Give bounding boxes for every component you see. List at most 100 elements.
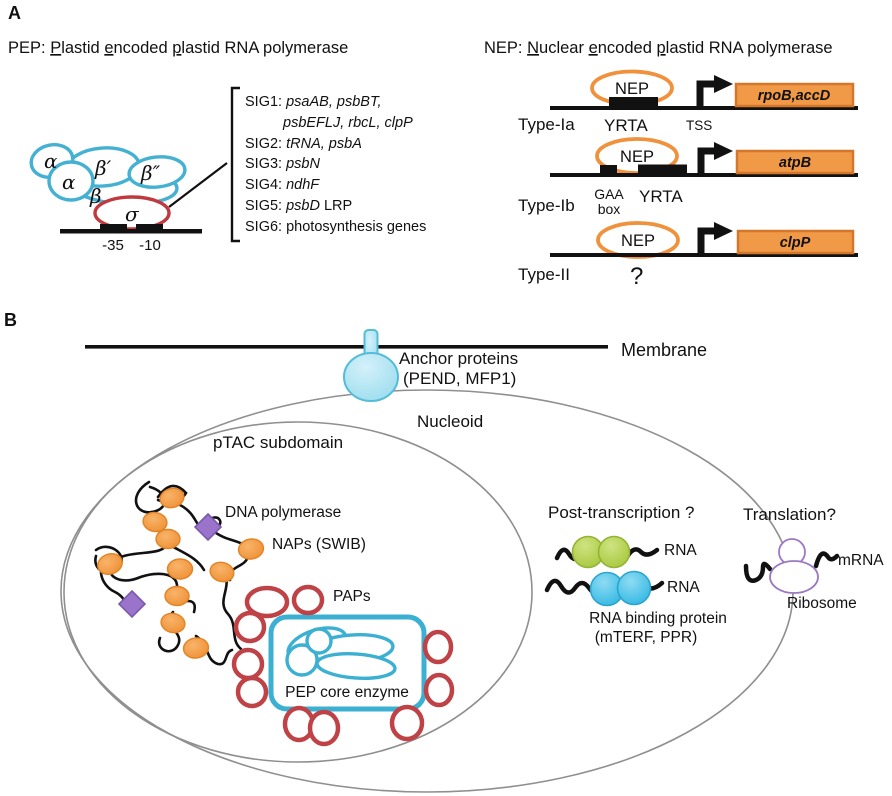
dna-polymerase-label: DNA polymerase bbox=[225, 504, 341, 521]
alpha2-subunit-shape bbox=[47, 160, 95, 202]
yrta-box bbox=[638, 164, 687, 177]
nap-blob bbox=[164, 585, 190, 607]
nap-blob bbox=[209, 561, 235, 583]
pap-ring bbox=[422, 629, 454, 665]
gene-box bbox=[734, 82, 855, 108]
gaa-box-label-2: box bbox=[598, 201, 621, 217]
beta-dprime-subunit-shape bbox=[127, 155, 187, 189]
alpha2-label: α bbox=[62, 170, 76, 194]
anchor-protein-shape bbox=[343, 352, 399, 402]
panel-b-label: B bbox=[4, 310, 17, 330]
membrane-line bbox=[85, 345, 608, 349]
nep-row-type-ib: NEP atpB Type-Ib GAA box YRTA bbox=[518, 137, 858, 217]
post-transcription-label: Post-transcription ? bbox=[548, 503, 694, 522]
minus35-box bbox=[100, 224, 127, 234]
pep-core-enzyme-label: PEP core enzyme bbox=[285, 684, 409, 701]
tss-arrowhead bbox=[714, 75, 733, 93]
gene-box-label: clpP bbox=[780, 235, 811, 251]
anchor-proteins-label: Anchor proteins bbox=[399, 349, 518, 368]
membrane-label: Membrane bbox=[621, 340, 707, 360]
nep-row-type-ii: NEP clpP Type-II ? bbox=[518, 221, 858, 290]
unknown-motif-question: ? bbox=[630, 263, 643, 290]
rna-protein-green bbox=[597, 535, 631, 569]
pap-ring bbox=[231, 647, 265, 681]
sigma-label: σ bbox=[125, 202, 140, 226]
sig-factor-list: SIG1: psaAB, psbBT, psbEFLJ, rbcL, clpP … bbox=[245, 94, 426, 235]
yrta-label: YRTA bbox=[639, 187, 683, 206]
pap-ring bbox=[291, 584, 325, 616]
nep-oval-label: NEP bbox=[621, 232, 655, 250]
nucleoid-label: Nucleoid bbox=[417, 412, 483, 431]
tss-arrow bbox=[697, 227, 716, 255]
nap-blob bbox=[97, 552, 123, 576]
naps-blobs bbox=[97, 487, 265, 659]
gaa-box-shape bbox=[600, 165, 617, 177]
minus10-label: -10 bbox=[139, 237, 161, 254]
ptac-subdomain-label: pTAC subdomain bbox=[213, 433, 343, 452]
panel-a-label: A bbox=[8, 3, 21, 23]
anchor-proteins-sublabel: (PEND, MFP1) bbox=[403, 369, 516, 388]
nep-oval-label: NEP bbox=[620, 148, 654, 166]
beta-dprime-label: β″ bbox=[140, 161, 161, 185]
rna-binding-protein-label: RNA binding protein bbox=[589, 610, 727, 627]
dna-line bbox=[550, 106, 858, 110]
sig4-line: SIG4: ndhF bbox=[245, 177, 320, 193]
nap-blob bbox=[155, 528, 181, 550]
nap-blob bbox=[159, 487, 185, 509]
alpha1-label: α bbox=[44, 149, 58, 173]
sigma-to-sig-connector bbox=[168, 162, 228, 208]
ptac-subdomain-outline bbox=[63, 421, 533, 763]
sig1-line2: psbEFLJ, rbcL, clpP bbox=[282, 115, 413, 131]
translation-label: Translation? bbox=[743, 505, 836, 524]
tss-arrowhead bbox=[714, 222, 733, 240]
pap-ring bbox=[423, 672, 455, 708]
gene-box bbox=[736, 229, 855, 255]
pep-core-shape bbox=[285, 643, 319, 677]
nap-blob bbox=[237, 538, 265, 560]
dna-polymerase-diamond bbox=[117, 589, 147, 619]
tss-arrow bbox=[697, 147, 716, 175]
type-ib-label: Type-Ib bbox=[518, 196, 575, 215]
type-ia-label: Type-Ia bbox=[518, 115, 575, 134]
beta-label: β bbox=[89, 184, 102, 208]
type-ii-label: Type-II bbox=[518, 265, 570, 284]
pep-core-shape bbox=[305, 627, 333, 655]
pep-title: PEP: Plastid encoded plastid RNA polymer… bbox=[8, 39, 348, 57]
sig-list-bracket bbox=[230, 86, 240, 243]
nap-blob bbox=[160, 612, 186, 634]
naps-label: NAPs (SWIB) bbox=[272, 536, 366, 553]
nap-blob bbox=[166, 558, 194, 580]
pep-polymerase-diagram bbox=[29, 143, 187, 231]
nap-blob bbox=[182, 637, 210, 659]
pap-ring bbox=[389, 704, 425, 742]
gaa-box-label-1: GAA bbox=[594, 186, 624, 202]
sig5-line: SIG5: psbD LRP bbox=[245, 198, 352, 214]
pep-core-subunits bbox=[285, 626, 397, 680]
nap-blob bbox=[142, 511, 168, 533]
promoter-dna-line bbox=[60, 229, 202, 234]
sig3-line: SIG3: psbN bbox=[245, 156, 320, 172]
pap-ring bbox=[307, 709, 341, 747]
rna-label-1: RNA bbox=[664, 542, 697, 559]
tss-arrowhead bbox=[714, 142, 733, 160]
rna-binding-protein-sublabel: (mTERF, PPR) bbox=[595, 629, 697, 646]
rna-label-2: RNA bbox=[667, 579, 700, 596]
pap-ring bbox=[244, 585, 290, 619]
gene-box-label: rpoB,accD bbox=[758, 88, 831, 104]
pap-ring bbox=[235, 675, 269, 709]
rna-protein-blue bbox=[616, 570, 652, 606]
nep-title: NEP: Nuclear encoded plastid RNA polymer… bbox=[484, 39, 833, 57]
yrta-label: YRTA bbox=[604, 116, 648, 135]
mrna-strand-right bbox=[813, 551, 840, 569]
gene-box bbox=[735, 149, 855, 175]
ribosome-large-subunit bbox=[769, 560, 819, 594]
dna-polymerase-diamond bbox=[193, 512, 223, 542]
nep-row-type-ia: NEP rpoB,accD Type-Ia YRTA TSS bbox=[518, 69, 858, 135]
pap-ring bbox=[233, 610, 267, 644]
tss-arrow bbox=[696, 80, 716, 108]
ribosome-label: Ribosome bbox=[787, 595, 857, 612]
minus10-box bbox=[136, 224, 163, 234]
tss-label: TSS bbox=[686, 118, 712, 133]
